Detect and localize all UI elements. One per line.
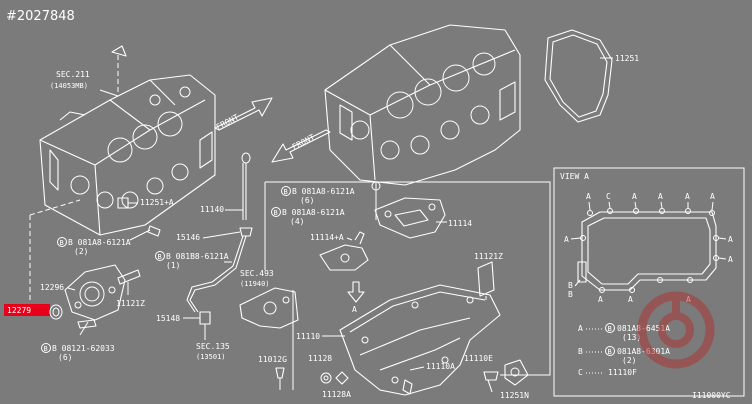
svg-text:B: B <box>158 253 162 261</box>
highlight-12279 <box>4 304 50 316</box>
footer-code: I11000YC <box>692 391 731 400</box>
svg-text:A: A <box>628 295 633 304</box>
label-bolt-081a8-6121a-left: B 081A8-6121A <box>68 238 131 247</box>
label-sec135-sub: (13501) <box>196 353 226 361</box>
label-bolt-08121-62033: B 08121-62033 <box>52 344 115 353</box>
watermark-logo <box>637 291 715 369</box>
label-bolt-top-2: B 081A8-6121A <box>282 208 345 217</box>
label-11251a: 11251+A <box>140 198 174 207</box>
svg-text:A: A <box>728 235 733 244</box>
label-bolt-top-1: B 081A8-6121A <box>292 187 355 196</box>
engine-block-left <box>39 74 216 236</box>
svg-text:(2): (2) <box>74 247 88 256</box>
label-11251: 11251 <box>615 54 639 63</box>
label-12296: 12296 <box>40 283 64 292</box>
svg-text:A: A <box>352 305 357 314</box>
svg-text:B: B <box>60 239 64 247</box>
svg-text:B: B <box>284 188 288 196</box>
svg-text:B: B <box>568 281 573 290</box>
svg-text:A: A <box>578 324 583 333</box>
svg-text:B: B <box>608 325 612 333</box>
label-11110e: 11110E <box>464 354 493 363</box>
legend-c-part: 11110F <box>608 368 637 377</box>
svg-text:A: A <box>658 192 663 201</box>
view-a-title: VIEW A <box>560 172 589 181</box>
oil-strainer <box>319 231 369 271</box>
svg-text:A: A <box>728 255 733 264</box>
label-11114: 11114 <box>448 219 472 228</box>
label-15148: 15148 <box>156 314 180 323</box>
label-11012g: 11012G <box>258 355 287 364</box>
view-a-panel: VIEW A A C A A A A A A A B B A A A <box>553 167 745 397</box>
svg-text:C: C <box>578 368 583 377</box>
oil-pan-11110 <box>339 284 501 396</box>
oil-seal-retainer <box>64 264 126 321</box>
label-11121z-left: 11121Z <box>116 299 145 308</box>
legend-b-part: 081A8-6301A <box>617 347 670 356</box>
label-11140: 11140 <box>200 205 224 214</box>
svg-text:FRONT: FRONT <box>215 112 241 131</box>
label-11121z-right: 11121Z <box>474 252 503 261</box>
svg-text:A: A <box>685 192 690 201</box>
svg-text:C: C <box>606 192 611 201</box>
gasket-11251 <box>544 29 613 123</box>
diagram-id: #2027848 <box>6 9 75 24</box>
label-11110a: 11110A <box>426 362 455 371</box>
label-bolt-081b8-6121a: B 081B8-6121A <box>166 252 229 261</box>
svg-text:B: B <box>578 347 583 356</box>
svg-text:A: A <box>710 192 715 201</box>
engine-block-center <box>324 24 521 186</box>
label-sec493: SEC.493 <box>240 269 274 278</box>
svg-text:A: A <box>598 295 603 304</box>
label-sec211-sub: (14053MB) <box>50 82 88 90</box>
label-15146: 15146 <box>176 233 200 242</box>
svg-text:A: A <box>586 192 591 201</box>
label-11251n: 11251N <box>500 391 529 400</box>
svg-text:B: B <box>568 290 573 299</box>
svg-text:(6): (6) <box>300 196 314 205</box>
svg-text:(2): (2) <box>622 356 636 365</box>
label-sec211: SEC.211 <box>56 70 90 79</box>
svg-text:(13): (13) <box>622 333 641 342</box>
label-11128a: 11128A <box>322 390 351 399</box>
svg-text:B: B <box>608 348 612 356</box>
label-sec493-sub: (11940) <box>240 280 270 288</box>
svg-text:B: B <box>274 209 278 217</box>
svg-text:A: A <box>632 192 637 201</box>
svg-text:(4): (4) <box>290 217 304 226</box>
front-arrow-1: FRONT <box>214 97 273 132</box>
label-11128: 11128 <box>308 354 332 363</box>
front-arrow-2: FRONT <box>271 129 331 163</box>
svg-text:FRONT: FRONT <box>291 132 317 151</box>
svg-text:B: B <box>44 345 48 353</box>
label-12279: 12279 <box>7 306 31 315</box>
svg-text:(1): (1) <box>166 261 180 270</box>
svg-text:(6): (6) <box>58 353 72 362</box>
label-sec135: SEC.135 <box>196 342 230 351</box>
label-11114a: 11114+A <box>310 233 344 242</box>
svg-text:A: A <box>564 235 569 244</box>
oil-pump-bracket <box>239 287 299 329</box>
baffle-plate-11114 <box>374 197 446 239</box>
label-11110: 11110 <box>296 332 320 341</box>
